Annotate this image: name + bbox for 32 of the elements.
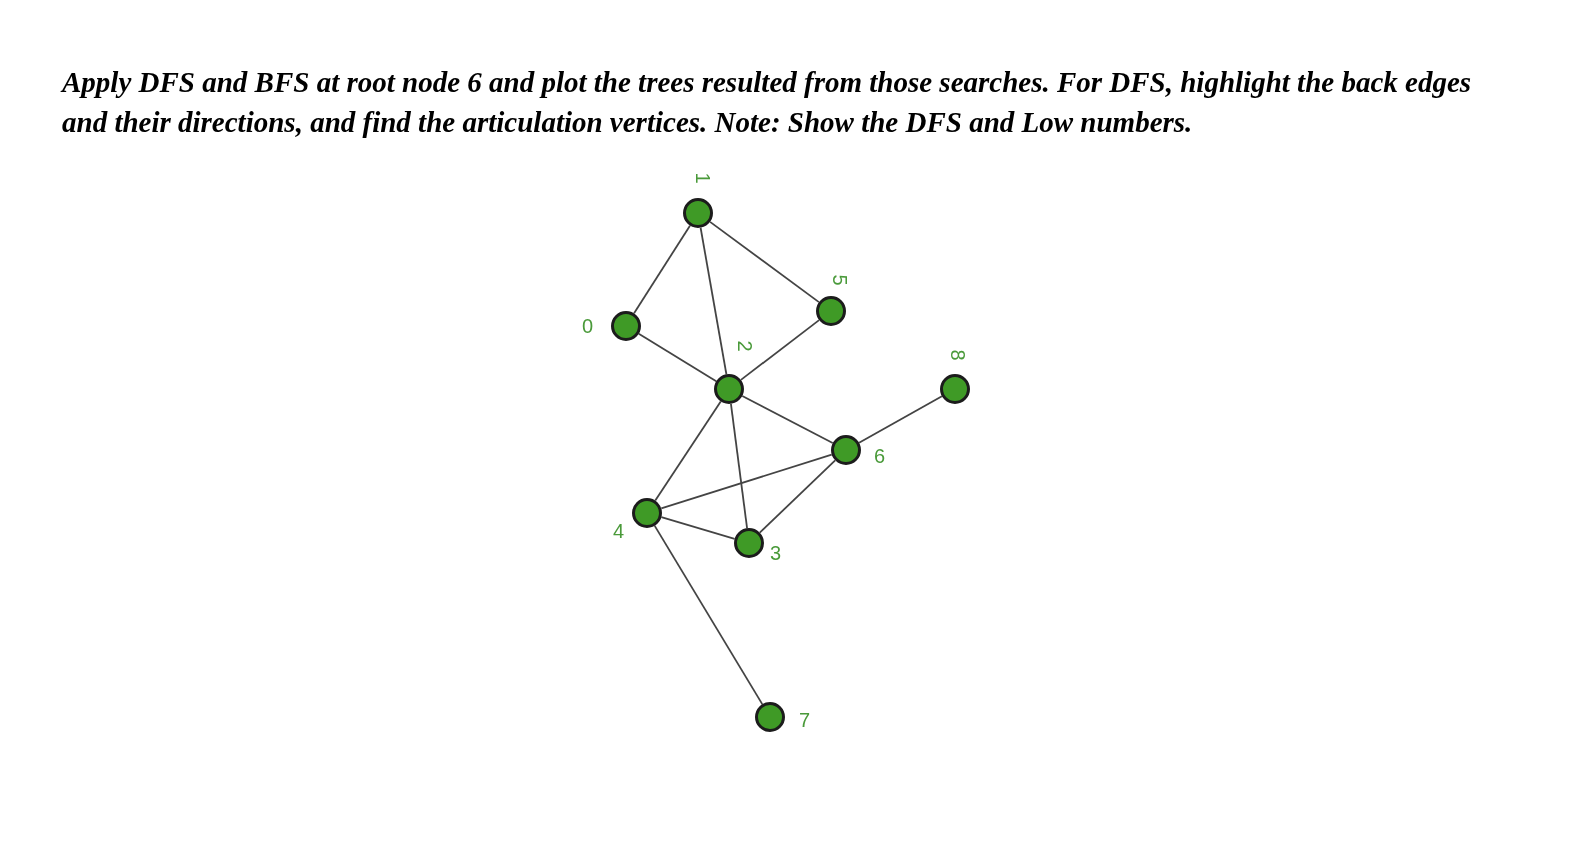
vertex-circle: [940, 374, 970, 404]
graph-edge: [730, 403, 748, 530]
graph-edge: [740, 319, 820, 381]
vertex-circle: [714, 374, 744, 404]
vertex-label: 1: [692, 172, 713, 184]
vertex-circle: [734, 528, 764, 558]
question-text: Apply DFS and BFS at root node 6 and plot the trees resulted from those searches. For DFS, highlight the back edges and their directions, and find the articulation vertices. Note: Show the DFS and Low numbers.: [62, 65, 1473, 140]
vertex-circle: [632, 498, 662, 528]
graph-edge: [741, 395, 834, 444]
graph-edge: [858, 395, 943, 444]
vertex-circle: [755, 702, 785, 732]
graph-edge: [637, 332, 718, 383]
vertex-circle: [816, 296, 846, 326]
graph-edge: [654, 400, 722, 502]
vertex-circle: [683, 198, 713, 228]
vertex-label: 5: [829, 274, 850, 286]
vertex-label: 3: [770, 543, 782, 563]
vertex-label: 6: [874, 446, 886, 466]
vertex-label: 8: [947, 349, 968, 361]
vertex-circle: [611, 311, 641, 341]
vertex-circle: [831, 435, 861, 465]
graph-edge: [660, 516, 736, 540]
graph-edge: [653, 524, 764, 706]
vertex-label: 7: [799, 710, 811, 730]
vertex-label: 2: [734, 340, 755, 352]
graph-edge: [758, 459, 837, 534]
graph-edge: [699, 226, 728, 376]
vertex-label: 0: [582, 316, 594, 336]
graph-edge: [709, 221, 820, 303]
graph-edge: [660, 453, 833, 510]
vertex-label: 4: [613, 521, 625, 541]
graph-edge: [633, 224, 691, 315]
